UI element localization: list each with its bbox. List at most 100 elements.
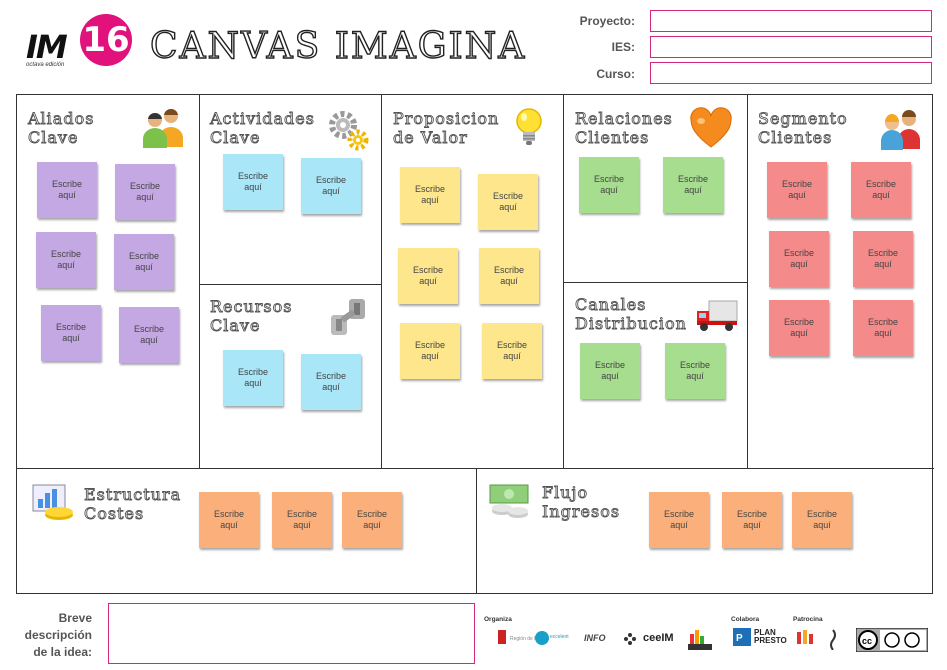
title-line: Costes	[84, 504, 145, 524]
sticky-note[interactable]: Escribe aquí	[769, 231, 829, 287]
sticky-note[interactable]: Escribe aquí	[649, 492, 709, 548]
title-line: Segmento	[758, 109, 848, 129]
ies-field[interactable]	[650, 36, 932, 58]
divider	[199, 95, 200, 468]
creative-commons-icon: cc	[856, 628, 928, 652]
note-text: Escribe aquí	[496, 340, 527, 361]
description-label: Breve descripción de la idea:	[24, 611, 92, 659]
sticky-note[interactable]: Escribe aquí	[223, 154, 283, 210]
title-line: Aliados	[28, 109, 95, 129]
title-line: Clave	[210, 128, 261, 148]
note-text: Escribe aquí	[356, 509, 387, 530]
sticky-note[interactable]: Escribe aquí	[115, 164, 175, 220]
note-text: Escribe aquí	[663, 509, 694, 530]
note-text: Escribe aquí	[414, 184, 445, 205]
dumbbells-icon	[331, 299, 365, 335]
divider	[476, 468, 477, 594]
note-text: Escribe aquí	[493, 265, 524, 286]
note-text: Escribe aquí	[315, 175, 346, 196]
note-text: Escribe aquí	[736, 509, 767, 530]
flujo-ingresos-title: Flujo Ingresos	[542, 483, 621, 522]
title-line: Clave	[210, 316, 261, 336]
sticky-note[interactable]: Escribe aquí	[119, 307, 179, 363]
title-line: Proposicion	[393, 109, 500, 129]
note-text: Escribe aquí	[783, 317, 814, 338]
sticky-note[interactable]: Escribe aquí	[767, 162, 827, 218]
title-line: Relaciones	[575, 109, 673, 129]
title-line: Clientes	[758, 128, 833, 148]
sticky-note[interactable]: Escribe aquí	[479, 248, 539, 304]
title-line: Clientes	[575, 128, 650, 148]
note-text: Escribe aquí	[237, 171, 268, 192]
sticky-note[interactable]: Escribe aquí	[663, 157, 723, 213]
colabora-label: Colabora	[731, 616, 760, 623]
note-text: Escribe aquí	[286, 509, 317, 530]
patrocina-label: Patrocina	[793, 616, 823, 623]
curso-label: Curso:	[596, 67, 635, 81]
sticky-note[interactable]: Escribe aquí	[851, 162, 911, 218]
note-text: Escribe aquí	[51, 179, 82, 200]
note-text: Escribe aquí	[129, 181, 160, 202]
sticky-note[interactable]: Escribe aquí	[769, 300, 829, 356]
svg-text:P: P	[736, 633, 743, 644]
sticky-note[interactable]: Escribe aquí	[580, 343, 640, 399]
note-text: Escribe aquí	[492, 191, 523, 212]
note-text: Escribe aquí	[50, 249, 81, 270]
sticky-note[interactable]: Escribe aquí	[792, 492, 852, 548]
sticky-note[interactable]: Escribe aquí	[398, 248, 458, 304]
relaciones-clientes-title: Relaciones Clientes	[575, 109, 673, 148]
money-icon	[489, 484, 529, 518]
sticky-note[interactable]: Escribe aquí	[37, 162, 97, 218]
divider	[381, 95, 382, 468]
sticky-note[interactable]: Escribe aquí	[400, 323, 460, 379]
note-text: Escribe aquí	[865, 179, 896, 200]
sticky-note[interactable]: Escribe aquí	[478, 174, 538, 230]
sticky-note[interactable]: Escribe aquí	[853, 300, 913, 356]
sticky-note[interactable]: Escribe aquí	[272, 492, 332, 548]
sticky-note[interactable]: Escribe aquí	[482, 323, 542, 379]
sticky-note[interactable]: Escribe aquí	[301, 354, 361, 410]
note-text: Escribe aquí	[867, 248, 898, 269]
heart-icon	[690, 107, 732, 148]
partners-icon	[143, 108, 183, 148]
sticky-note[interactable]: Escribe aquí	[400, 167, 460, 223]
note-text: Escribe aquí	[679, 360, 710, 381]
note-text: Escribe aquí	[133, 324, 164, 345]
page-title: CANVAS IMAGINA	[149, 25, 527, 67]
sticky-note[interactable]: Escribe aquí	[199, 492, 259, 548]
title-line: Ingresos	[542, 502, 621, 522]
sticky-note[interactable]: Escribe aquí	[853, 231, 913, 287]
sticky-note[interactable]: Escribe aquí	[114, 234, 174, 290]
sticky-note[interactable]: Escribe aquí	[722, 492, 782, 548]
imagina-logo: IM 16 octava edición	[22, 14, 134, 74]
sticky-note[interactable]: Escribe aquí	[223, 350, 283, 406]
note-text: Escribe aquí	[315, 371, 346, 392]
title-line: Distribucion	[575, 314, 687, 334]
note-text: Escribe aquí	[783, 248, 814, 269]
customers-icon	[881, 110, 920, 150]
plan-presto-icon: P	[733, 628, 751, 646]
sticky-note[interactable]: Escribe aquí	[301, 158, 361, 214]
sticky-note[interactable]: Escribe aquí	[36, 232, 96, 288]
logo-number-badge: 16	[80, 14, 132, 66]
note-text: Escribe aquí	[237, 367, 268, 388]
aliados-clave-title: Aliados Clave	[28, 109, 95, 148]
note-text: Escribe aquí	[806, 509, 837, 530]
description-field[interactable]	[108, 603, 475, 664]
estructura-costes-title: Estructura Costes	[84, 485, 182, 524]
canvas-grid: Aliados Clave Actividades Clave Recursos…	[16, 94, 934, 594]
organiza-label: Organiza	[484, 616, 512, 623]
ies-label: IES:	[611, 40, 635, 54]
sticky-note[interactable]: Escribe aquí	[342, 492, 402, 548]
sponsor-logos	[797, 629, 836, 650]
sticky-note[interactable]: Escribe aquí	[579, 157, 639, 213]
proyecto-field[interactable]	[650, 10, 932, 32]
sticky-note[interactable]: Escribe aquí	[41, 305, 101, 361]
note-text: Escribe aquí	[213, 509, 244, 530]
divider	[747, 95, 748, 468]
curso-field[interactable]	[650, 62, 932, 84]
svg-text:INFO: INFO	[584, 633, 606, 643]
title-line: Estructura	[84, 485, 182, 505]
sticky-note[interactable]: Escribe aquí	[665, 343, 725, 399]
lightbulb-icon	[516, 108, 542, 145]
